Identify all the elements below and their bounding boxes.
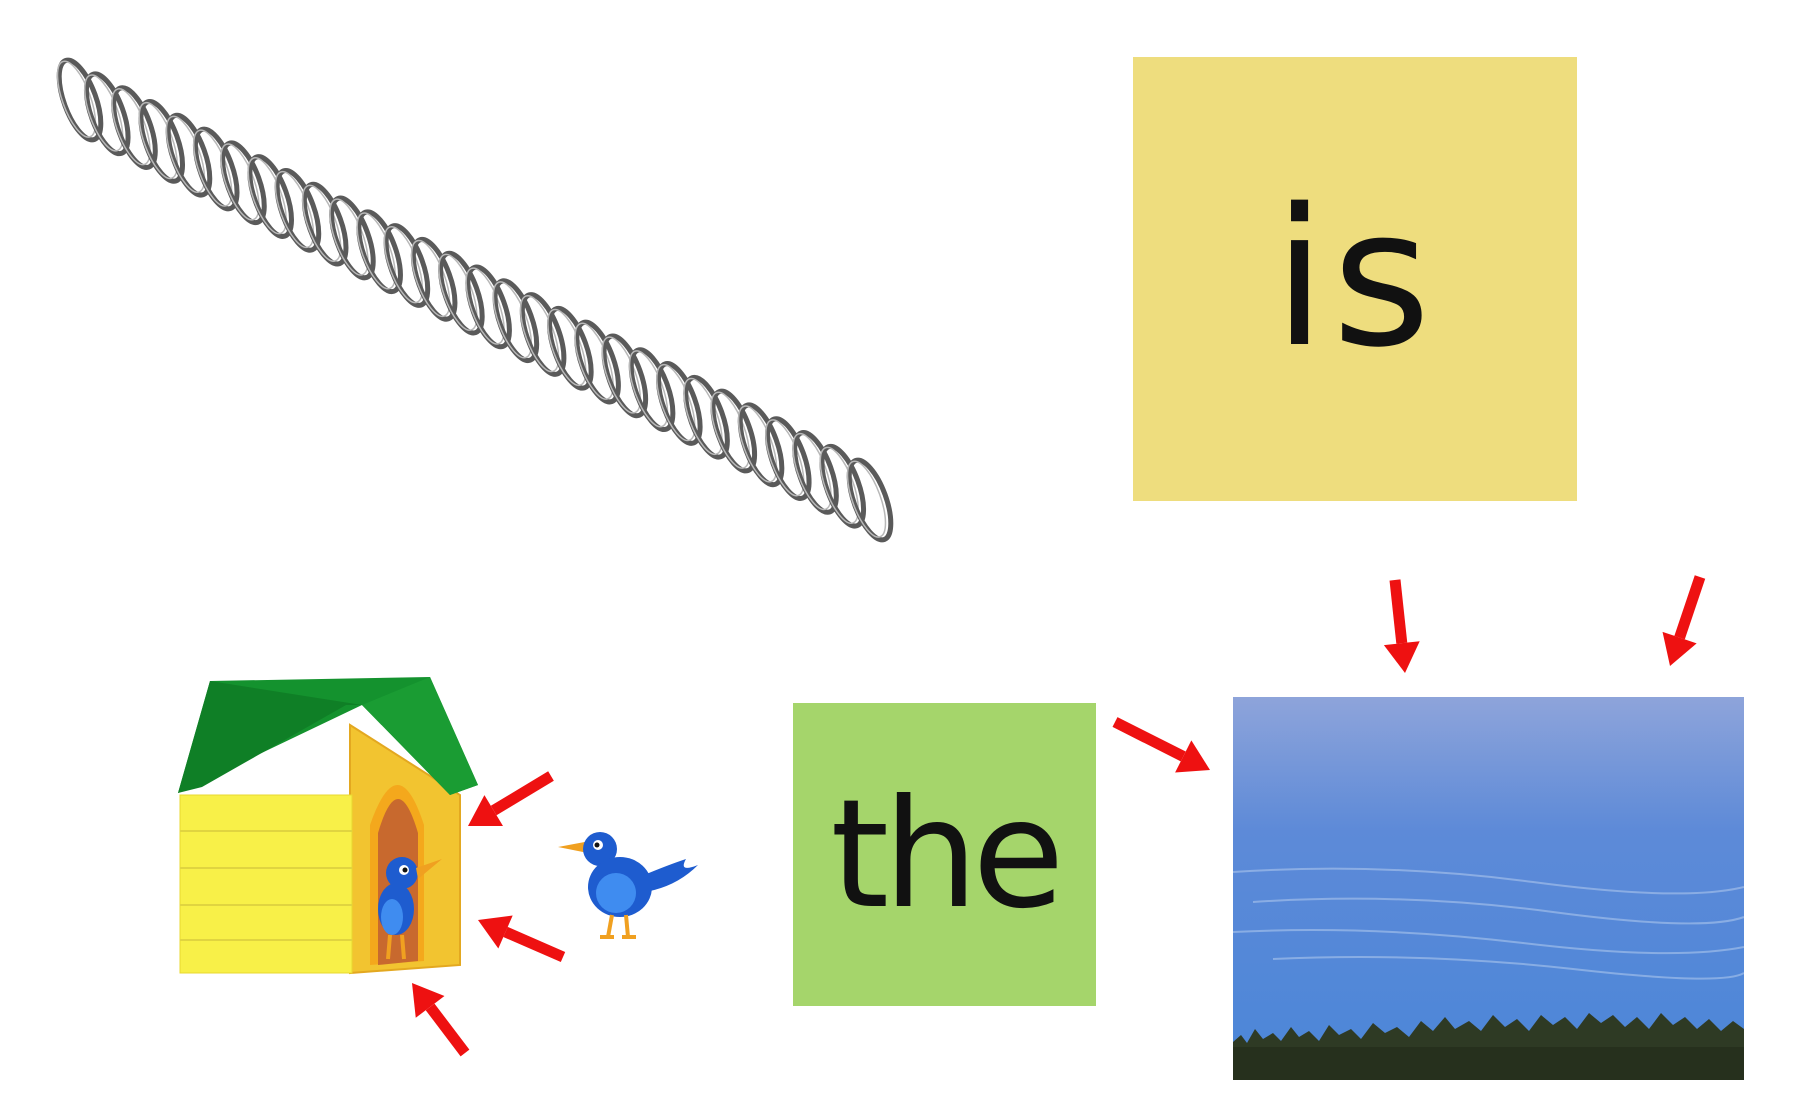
arrow-shaft [490,771,554,816]
spring-coil-highlight [192,129,233,207]
spring-coil-highlight [329,198,369,276]
word-is: is [1273,168,1437,389]
arrow-head-icon [478,915,513,949]
arrow-head-icon [1175,740,1210,773]
arrow-head-icon [412,983,445,1018]
spring-coil-highlight [356,212,396,290]
spring-coil-highlight [601,336,642,414]
spring-coil-highlight [247,157,287,235]
spring-coil-highlight [165,115,206,193]
spring-coil-highlight [846,460,887,538]
arrow-shaft [503,926,566,963]
word-card-the[interactable]: the [793,703,1096,1006]
arrow-shaft [1674,575,1706,640]
arrow-shaft [425,1003,470,1057]
arrow-head-icon [1383,641,1420,673]
spring-coil-highlight [737,405,778,483]
spring-coil-highlight [111,88,151,166]
arrow-head-icon [468,795,503,826]
spring-coil-highlight [519,294,560,373]
spring-coil-highlight [765,419,805,497]
spring-coil-highlight [710,391,751,469]
birdhouse-with-bird-icon [178,677,478,975]
spring-coil-highlight [138,101,178,180]
spring-coil-highlight [56,60,97,138]
spring-coil-highlight [383,226,424,304]
spring-coil-highlight [438,253,478,331]
spring-coil-highlight [465,267,505,345]
spring-coil-highlight [301,184,342,262]
word-the: the [830,767,1064,942]
spring-coil-highlight [220,143,260,221]
spring-coil-highlight [683,377,723,456]
spring-coil-highlight [84,74,124,152]
spring-coil-highlight [792,432,832,511]
arrow-shaft [1389,579,1408,644]
spring-coil-highlight [492,281,533,359]
arrow-head-icon [1662,631,1697,666]
spring-coil-highlight [628,350,669,428]
coil-spring-icon [56,57,894,543]
spring-coil-highlight [410,239,451,318]
word-card-is[interactable]: is [1133,57,1577,501]
spring-coil-highlight [274,170,315,249]
sky-photo [1233,697,1744,1080]
arrow-shaft [1112,717,1186,762]
spring-coil-highlight [656,363,696,442]
blue-bird-icon [558,832,698,939]
spring-coil-highlight [574,322,614,400]
spring-coil-highlight [819,446,859,524]
spring-coil-highlight [547,308,587,387]
